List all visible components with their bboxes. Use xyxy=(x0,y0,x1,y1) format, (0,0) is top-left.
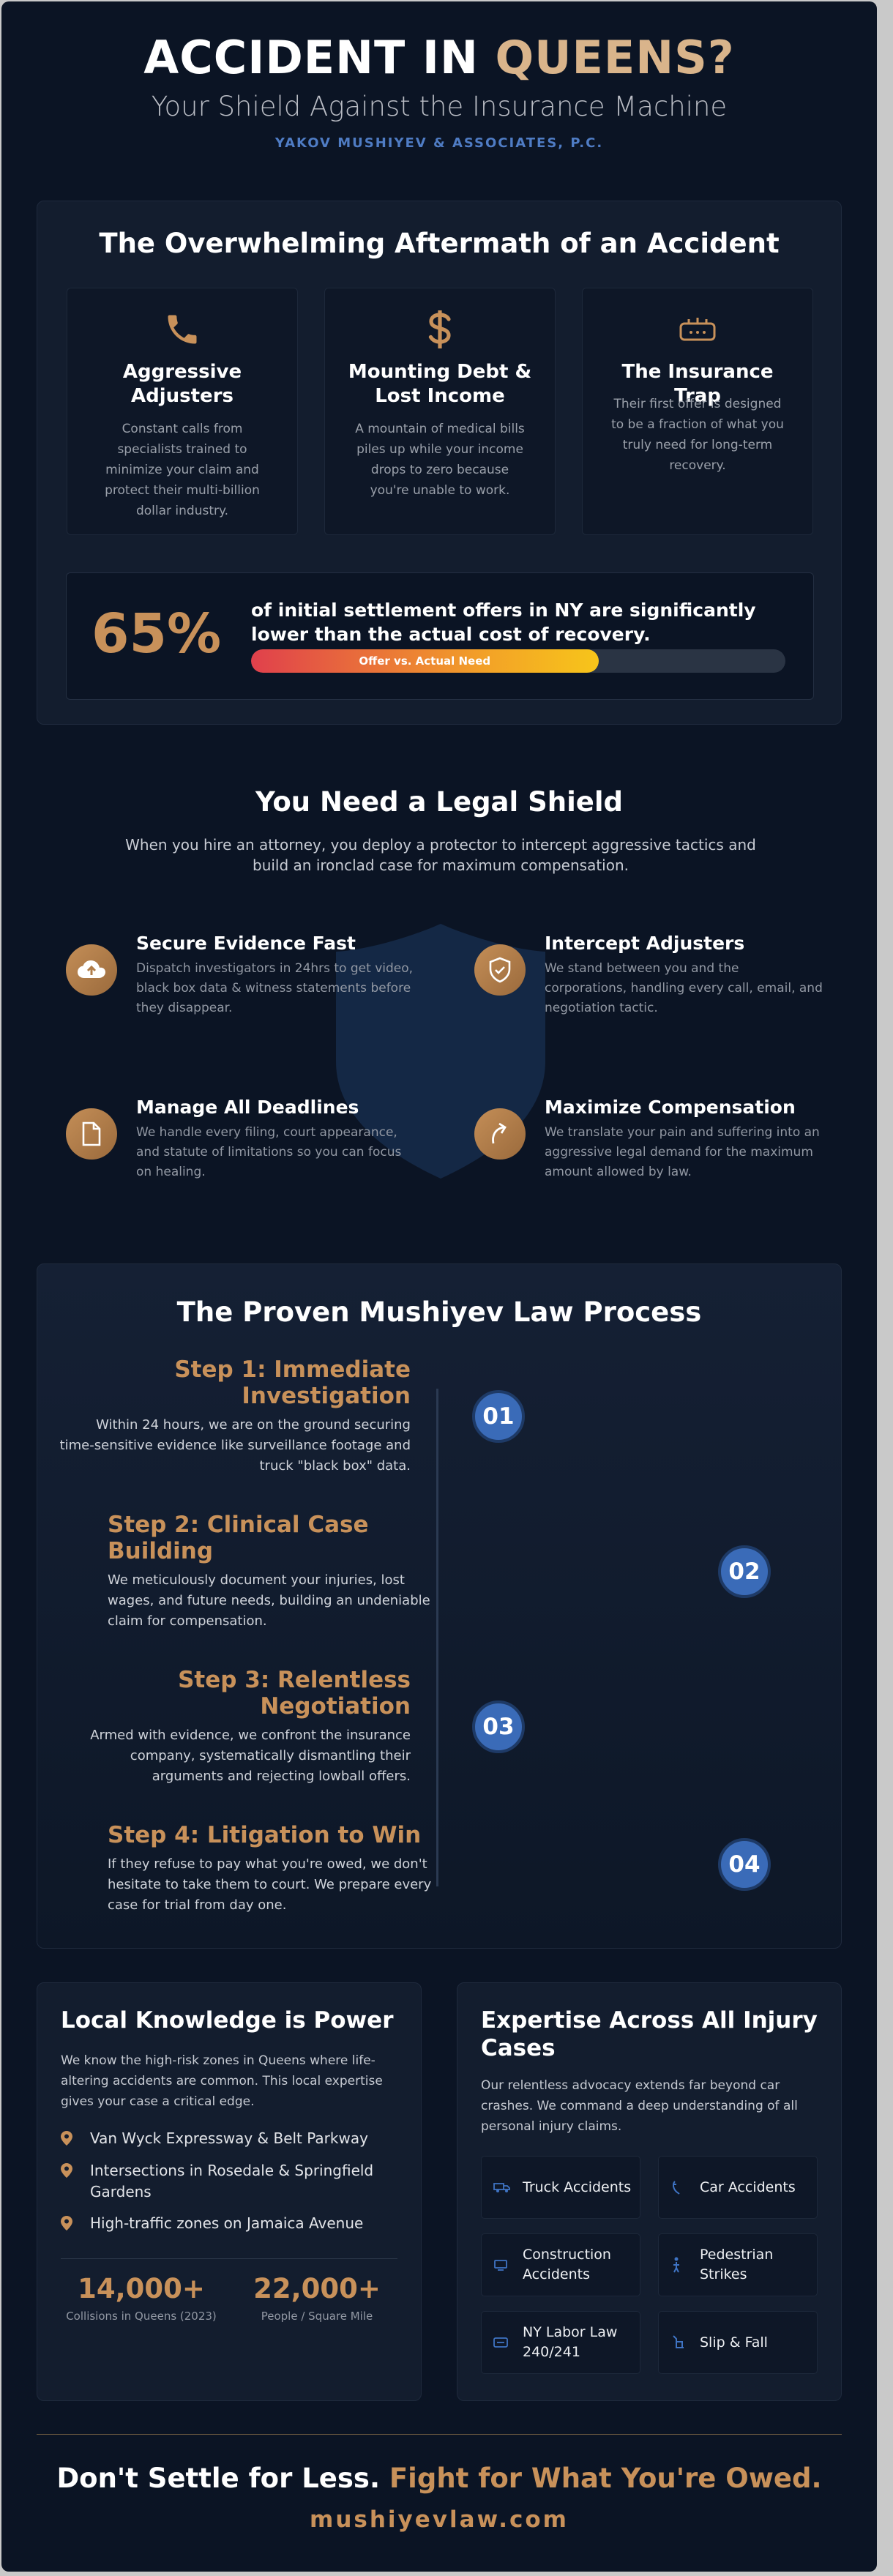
case-pedestrian-strikes[interactable]: Pedestrian Strikes xyxy=(658,2233,818,2296)
local-title: Local Knowledge is Power xyxy=(61,2007,394,2034)
case-construction-accidents[interactable]: Construction Accidents xyxy=(481,2233,640,2296)
feature-title: Maximize Compensation xyxy=(545,1097,796,1118)
step-3-number: 03 xyxy=(472,1700,525,1753)
step-2-text: We meticulously document your injuries, … xyxy=(108,1572,430,1629)
map-pin-icon xyxy=(61,2216,72,2230)
expertise-panel: Expertise Across All Injury Cases Our re… xyxy=(457,1982,842,2401)
case-truck-accidents[interactable]: Truck Accidents xyxy=(481,2156,640,2219)
step-4-number: 04 xyxy=(718,1838,771,1891)
case-label: Car Accidents xyxy=(700,2179,796,2195)
feature-text: We stand between you and the corporation… xyxy=(545,961,823,1015)
location-text: High-traffic zones on Jamaica Avenue xyxy=(90,2214,364,2232)
card-aggressive-adjusters: Aggressive Adjusters Constant calls from… xyxy=(67,288,298,535)
cta-gold: Fight for What You're Owed. xyxy=(389,2463,822,2494)
local-knowledge-panel: Local Knowledge is Power We know the hig… xyxy=(37,1982,422,2401)
car-icon xyxy=(670,2157,687,2218)
feature-title: Secure Evidence Fast xyxy=(136,933,356,954)
title-white: ACCIDENT IN xyxy=(143,31,479,84)
card-title: The Insurance Trap xyxy=(621,361,774,407)
card-title: Aggressive Adjusters xyxy=(122,361,242,407)
firm-name: YAKOV MUSHIYEV & ASSOCIATES, P.C. xyxy=(274,135,604,151)
settlement-stat-box: 65% of initial settlement offers in NY a… xyxy=(66,572,814,700)
feature-title: Intercept Adjusters xyxy=(545,933,745,954)
expertise-title: Expertise Across All Injury Cases xyxy=(481,2007,818,2061)
shield-subtitle: When you hire an attorney, you deploy a … xyxy=(125,836,756,874)
card-mounting-debt: Mounting Debt & Lost Income A mountain o… xyxy=(324,288,556,535)
case-label: Truck Accidents xyxy=(523,2179,632,2195)
feature-text: We handle every filing, court appearance… xyxy=(136,1125,402,1179)
collisions-value: 14,000+ xyxy=(78,2273,205,2304)
truck-icon xyxy=(493,2157,511,2218)
labor-law-icon xyxy=(493,2312,508,2373)
card-text: Their first offer is designed to be a fr… xyxy=(611,397,784,473)
step-1-title: Step 1: Immediate Investigation xyxy=(174,1356,411,1409)
phone-icon xyxy=(67,307,297,351)
step-3-title: Step 3: Relentless Negotiation xyxy=(178,1667,411,1720)
dollar-icon xyxy=(325,307,555,351)
shield-check-icon xyxy=(474,944,526,996)
card-text: Constant calls from specialists trained … xyxy=(105,422,260,518)
case-ny-labor-law[interactable]: NY Labor Law 240/241 xyxy=(481,2311,640,2374)
bar-label: Offer vs. Actual Need xyxy=(359,654,491,668)
card-insurance-trap: The Insurance Trap Their first offer is … xyxy=(582,288,813,535)
local-text: We know the high-risk zones in Queens wh… xyxy=(61,2053,383,2109)
location-text: Intersections in Rosedale & Springfield … xyxy=(90,2162,374,2200)
page-title: ACCIDENT IN QUEENS? xyxy=(1,31,877,84)
density-label: People / Square Mile xyxy=(261,2310,373,2323)
website-link[interactable]: mushiyevlaw.com xyxy=(310,2506,569,2533)
growth-arrow-icon xyxy=(474,1108,526,1160)
cloud-upload-icon xyxy=(66,944,117,996)
step-3-text: Armed with evidence, we confront the ins… xyxy=(90,1728,411,1784)
expertise-text: Our relentless advocacy extends far beyo… xyxy=(481,2078,798,2134)
density-value: 22,000+ xyxy=(253,2273,381,2304)
case-label: Construction Accidents xyxy=(523,2247,611,2282)
footer-divider xyxy=(37,2434,842,2435)
case-car-accidents[interactable]: Car Accidents xyxy=(658,2156,818,2219)
case-label: Slip & Fall xyxy=(700,2334,768,2351)
map-pin-icon xyxy=(61,2131,72,2146)
stat-description: of initial settlement offers in NY are s… xyxy=(251,600,756,645)
title-gold: QUEENS? xyxy=(495,31,735,84)
case-label: Pedestrian Strikes xyxy=(700,2247,774,2282)
document-icon xyxy=(66,1108,117,1160)
cta-white: Don't Settle for Less. xyxy=(56,2463,380,2494)
feature-text: Dispatch investigators in 24hrs to get v… xyxy=(136,961,414,1015)
location-text: Van Wyck Expressway & Belt Parkway xyxy=(90,2129,368,2147)
page-subtitle: Your Shield Against the Insurance Machin… xyxy=(151,91,728,122)
step-2-title: Step 2: Clinical Case Building xyxy=(108,1512,369,1564)
offer-progress-fill: Offer vs. Actual Need xyxy=(251,649,599,673)
pedestrian-icon xyxy=(670,2234,682,2296)
trap-icon xyxy=(583,307,812,351)
process-timeline xyxy=(436,1389,438,1886)
feature-title: Manage All Deadlines xyxy=(136,1097,359,1118)
offer-progress-bar: Offer vs. Actual Need xyxy=(251,649,785,673)
case-label: NY Labor Law 240/241 xyxy=(523,2324,618,2360)
infographic-page: ACCIDENT IN QUEENS? Your Shield Against … xyxy=(1,1,877,2572)
footer-cta: Don't Settle for Less. Fight for What Yo… xyxy=(1,2463,877,2494)
slip-fall-icon xyxy=(670,2312,685,2373)
card-text: A mountain of medical bills piles up whi… xyxy=(355,422,525,498)
step-1-text: Within 24 hours, we are on the ground se… xyxy=(59,1417,411,1474)
step-4-text: If they refuse to pay what you're owed, … xyxy=(108,1856,432,1913)
aftermath-title: The Overwhelming Aftermath of an Acciden… xyxy=(99,228,780,259)
case-slip-fall[interactable]: Slip & Fall xyxy=(658,2311,818,2374)
step-1-number: 01 xyxy=(472,1390,525,1443)
step-2-number: 02 xyxy=(718,1545,771,1598)
local-divider xyxy=(61,2258,397,2259)
feature-text: We translate your pain and suffering int… xyxy=(545,1125,820,1179)
map-pin-icon xyxy=(61,2163,72,2178)
construction-icon xyxy=(493,2234,508,2296)
process-title: The Proven Mushiyev Law Process xyxy=(176,1296,702,1328)
process-panel: The Proven Mushiyev Law Process Step 1: … xyxy=(37,1263,842,1949)
shield-title: You Need a Legal Shield xyxy=(255,786,624,818)
card-title: Mounting Debt & Lost Income xyxy=(348,361,532,407)
stat-value: 65% xyxy=(91,602,222,665)
collisions-label: Collisions in Queens (2023) xyxy=(66,2310,217,2323)
step-4-title: Step 4: Litigation to Win xyxy=(108,1822,422,1848)
